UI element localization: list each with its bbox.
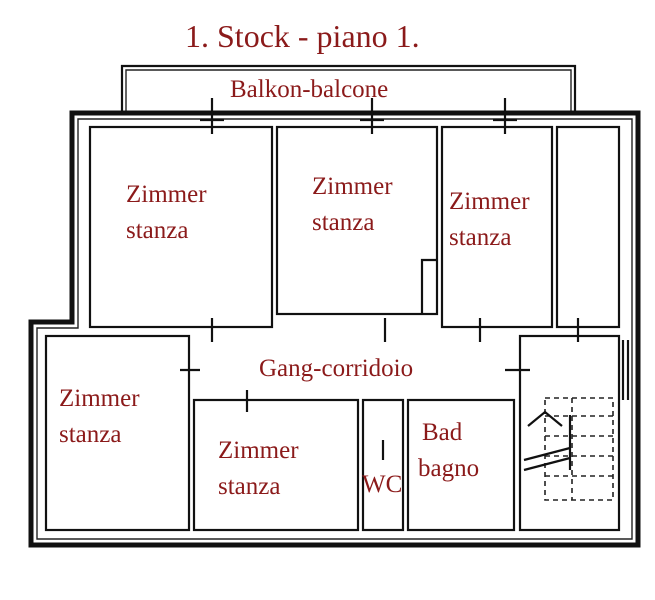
window-marks <box>180 98 580 460</box>
room-4-label-line1: Zimmer <box>59 385 140 412</box>
room-2-label-line1: Zimmer <box>312 173 393 200</box>
balcony-outline <box>120 64 577 113</box>
corridor-label: Gang-corridoio <box>259 355 413 382</box>
room-4-label-line2: stanza <box>59 421 121 448</box>
room-3-label-line1: Zimmer <box>449 188 530 215</box>
room-1-label-line1: Zimmer <box>126 181 207 208</box>
plan-title: 1. Stock - piano 1. <box>185 18 420 54</box>
room-5-label-line2: stanza <box>218 473 280 500</box>
interior-walls <box>44 125 630 532</box>
bath-label-line1: Bad <box>422 419 463 446</box>
room-5-label-line1: Zimmer <box>218 437 299 464</box>
room-2-label-line2: stanza <box>312 209 374 236</box>
wc-label: WC <box>362 471 402 498</box>
staircase <box>523 397 614 501</box>
balcony-label: Balkon-balcone <box>230 76 388 103</box>
outer-walls <box>28 110 641 548</box>
room-1-label-line2: stanza <box>126 217 188 244</box>
room-3-label-line2: stanza <box>449 224 511 251</box>
bath-label-line2: bagno <box>418 455 479 482</box>
